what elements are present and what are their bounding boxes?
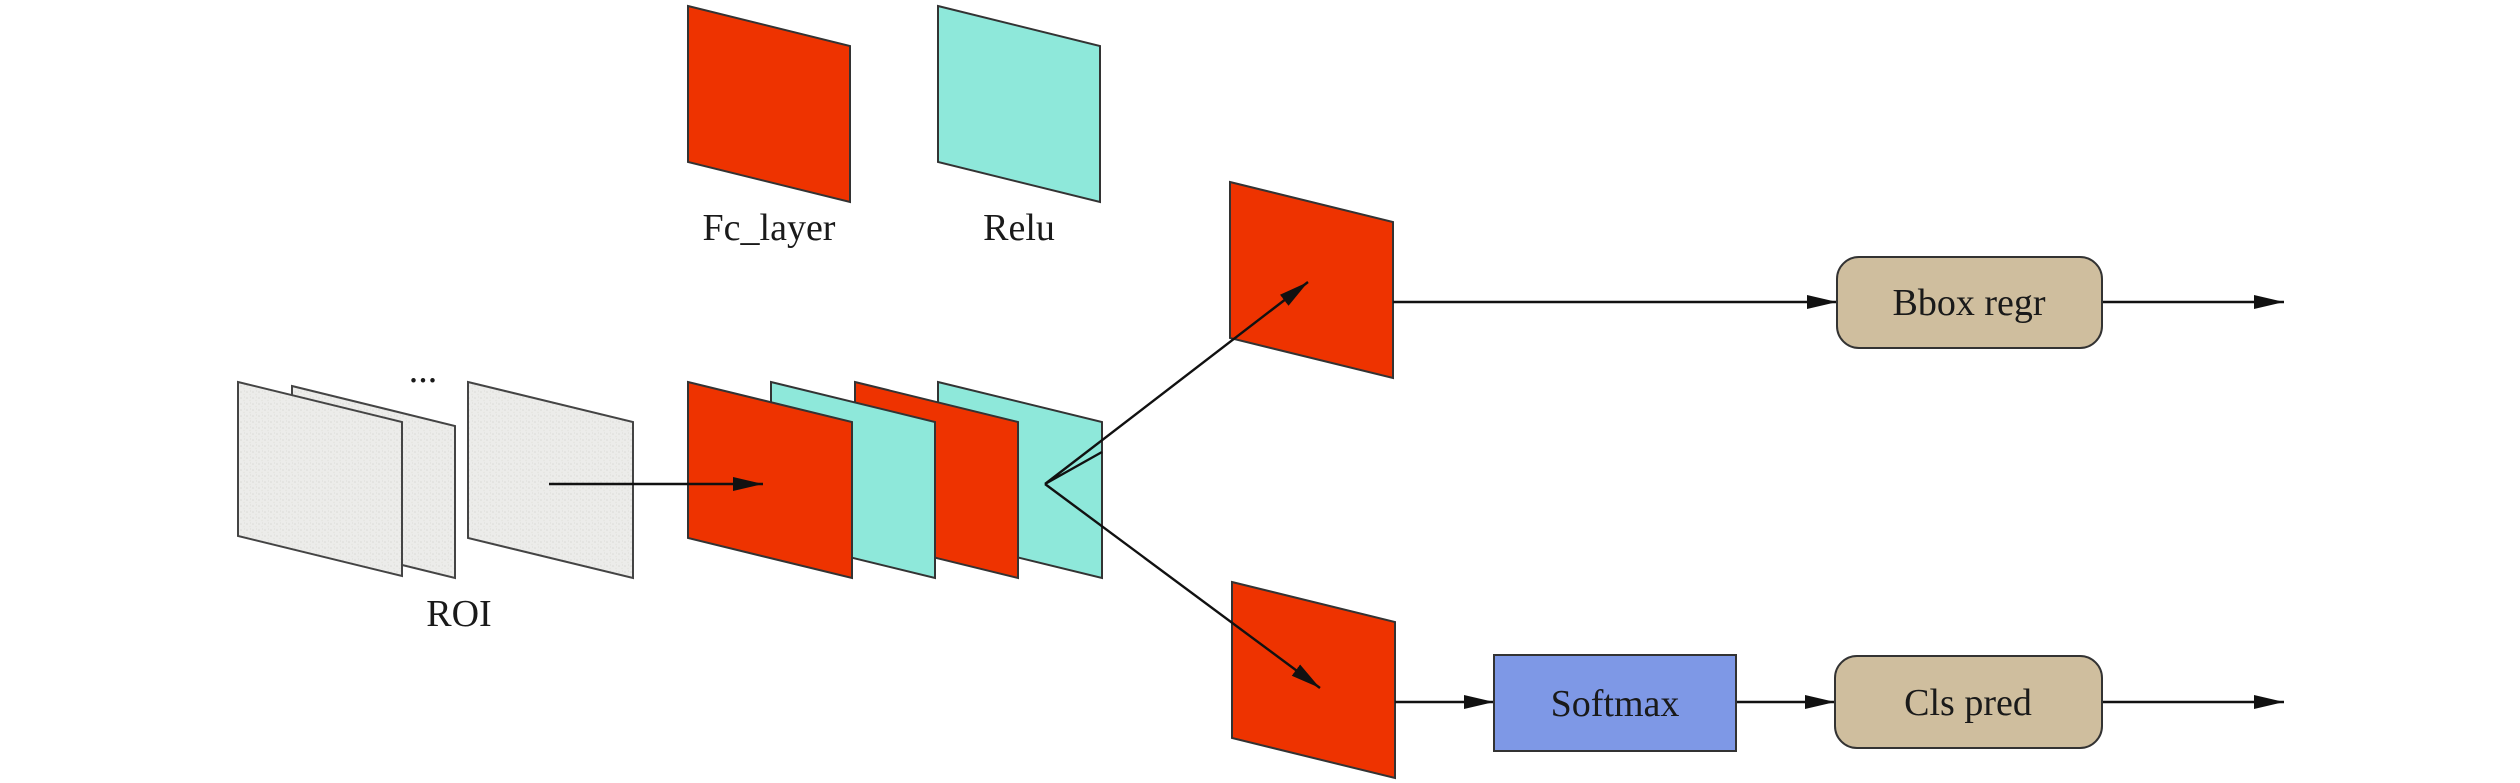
cls-branch-fc-layer: [1231, 580, 1396, 780]
softmax-label: Softmax: [1551, 683, 1680, 725]
legend: Fc_layer Relu: [687, 4, 1101, 249]
bbox-regr-label: Bbox regr: [1892, 282, 2045, 324]
shared-layer-stack: [687, 380, 1103, 580]
legend-relu-label: Relu: [983, 207, 1055, 249]
legend-fc-layer-swatch: [687, 4, 851, 204]
legend-fc-layer-label: Fc_layer: [703, 207, 836, 249]
bbox-regr-box: Bbox regr: [1836, 256, 2103, 349]
roi-feature-map-front: [237, 380, 403, 578]
cls-pred-label: Cls pred: [1904, 682, 2032, 724]
softmax-box: Softmax: [1493, 654, 1737, 752]
roi-feature-map-last: [467, 380, 634, 580]
bbox-branch-fc-layer: [1229, 180, 1394, 380]
fc-layer-1: [687, 380, 853, 580]
connections: [549, 281, 2284, 709]
arrow-stack-to-cls-branch: [1044, 483, 1321, 689]
roi-label: ROI: [426, 593, 491, 635]
cls-pred-box: Cls pred: [1834, 655, 2103, 749]
roi-ellipsis: ...: [409, 349, 438, 391]
roi-stack: ... ROI: [237, 349, 634, 635]
legend-relu-swatch: [937, 4, 1101, 204]
arrow-stack-to-bbox-branch: [1044, 281, 1309, 486]
